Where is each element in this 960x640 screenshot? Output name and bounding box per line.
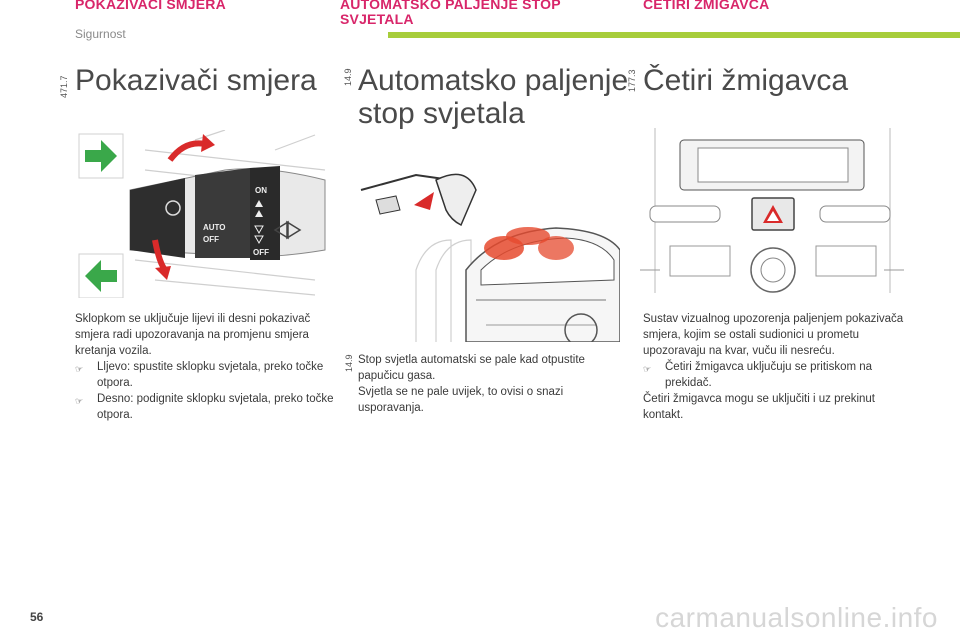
header-col1: POKAZIVAČI SMJERA <box>75 0 226 12</box>
col1-title: Pokazivači smjera <box>75 64 317 97</box>
left-arrow-icon <box>78 253 124 298</box>
section-label: Sigurnost <box>75 27 126 41</box>
col2-title-line1: Automatsko paljenje <box>358 64 629 97</box>
watermark: carmanualsonline.info <box>655 602 938 633</box>
header-col3: ČETIRI ŽMIGAVCA <box>643 0 770 12</box>
col2-text-code: 14.9 <box>344 354 354 372</box>
stalk-off-label: OFF <box>203 235 219 244</box>
col1-body: Sklopkom se uključuje lijevi ili desni p… <box>75 311 337 423</box>
col2-text-1: Stop svjetla automatski se pale kad otpu… <box>358 354 585 382</box>
col1-bullet-1: Lljevo: spustite sklopku svjetala, preko… <box>97 361 324 389</box>
col3-body: Sustav vizualnog upozorenja paljenjem po… <box>643 311 905 423</box>
right-arrow-icon <box>78 133 124 179</box>
col2-code: 14.9 <box>343 68 353 86</box>
col3-intro: Sustav vizualnog upozorenja paljenjem po… <box>643 313 904 357</box>
hazard-button <box>751 197 795 231</box>
stalk-off2-label: OFF <box>253 248 269 257</box>
col2-text-2: Svjetla se ne pale uvijek, to ovisi o sn… <box>358 386 564 414</box>
col3-bullet-1: Četiri žmigavca uključuju se pritiskom n… <box>665 361 873 389</box>
col1-intro: Sklopkom se uključuje lijevi ili desni p… <box>75 313 311 357</box>
stalk-illustration: AUTO OFF ON OFF <box>78 130 326 298</box>
col1-bullet-2: Desno: podignite sklopku svjetala, preko… <box>97 393 334 421</box>
list-item: ☞Lljevo: spustite sklopku svjetala, prek… <box>75 359 337 391</box>
col2-title-line2: stop svjetala <box>358 97 525 130</box>
header-col2-line1: AUTOMATSKO PALJENJE STOP <box>340 0 561 12</box>
header-col2: AUTOMATSKO PALJENJE STOP SVJETALA <box>340 0 561 27</box>
list-item: ☞Četiri žmigavca uključuju se pritiskom … <box>643 359 905 391</box>
col2-body: Stop svjetla automatski se pale kad otpu… <box>358 352 613 416</box>
col1-code: 471.7 <box>59 75 69 98</box>
col2-title: Automatsko paljenje stop svjetala <box>358 64 628 130</box>
col3-title: Četiri žmigavca <box>643 64 849 97</box>
hazard-console-illustration <box>640 128 904 302</box>
list-item: ☞Desno: podignite sklopku svjetala, prek… <box>75 391 337 423</box>
stalk-auto-label: AUTO <box>203 223 226 232</box>
pedal-icon <box>360 173 477 227</box>
brake-light-illustration <box>360 173 620 342</box>
up-curve-arrow-icon <box>167 140 206 162</box>
header-col2-line2: SVJETALA <box>340 11 414 27</box>
col3-outro: Četiri žmigavca mogu se uključiti i uz p… <box>643 393 876 421</box>
col3-code: 177.3 <box>627 69 637 92</box>
header-green-bar <box>388 32 960 38</box>
page-number: 56 <box>30 610 44 624</box>
center-brake-light <box>506 227 550 245</box>
stalk-on-label: ON <box>255 186 267 195</box>
